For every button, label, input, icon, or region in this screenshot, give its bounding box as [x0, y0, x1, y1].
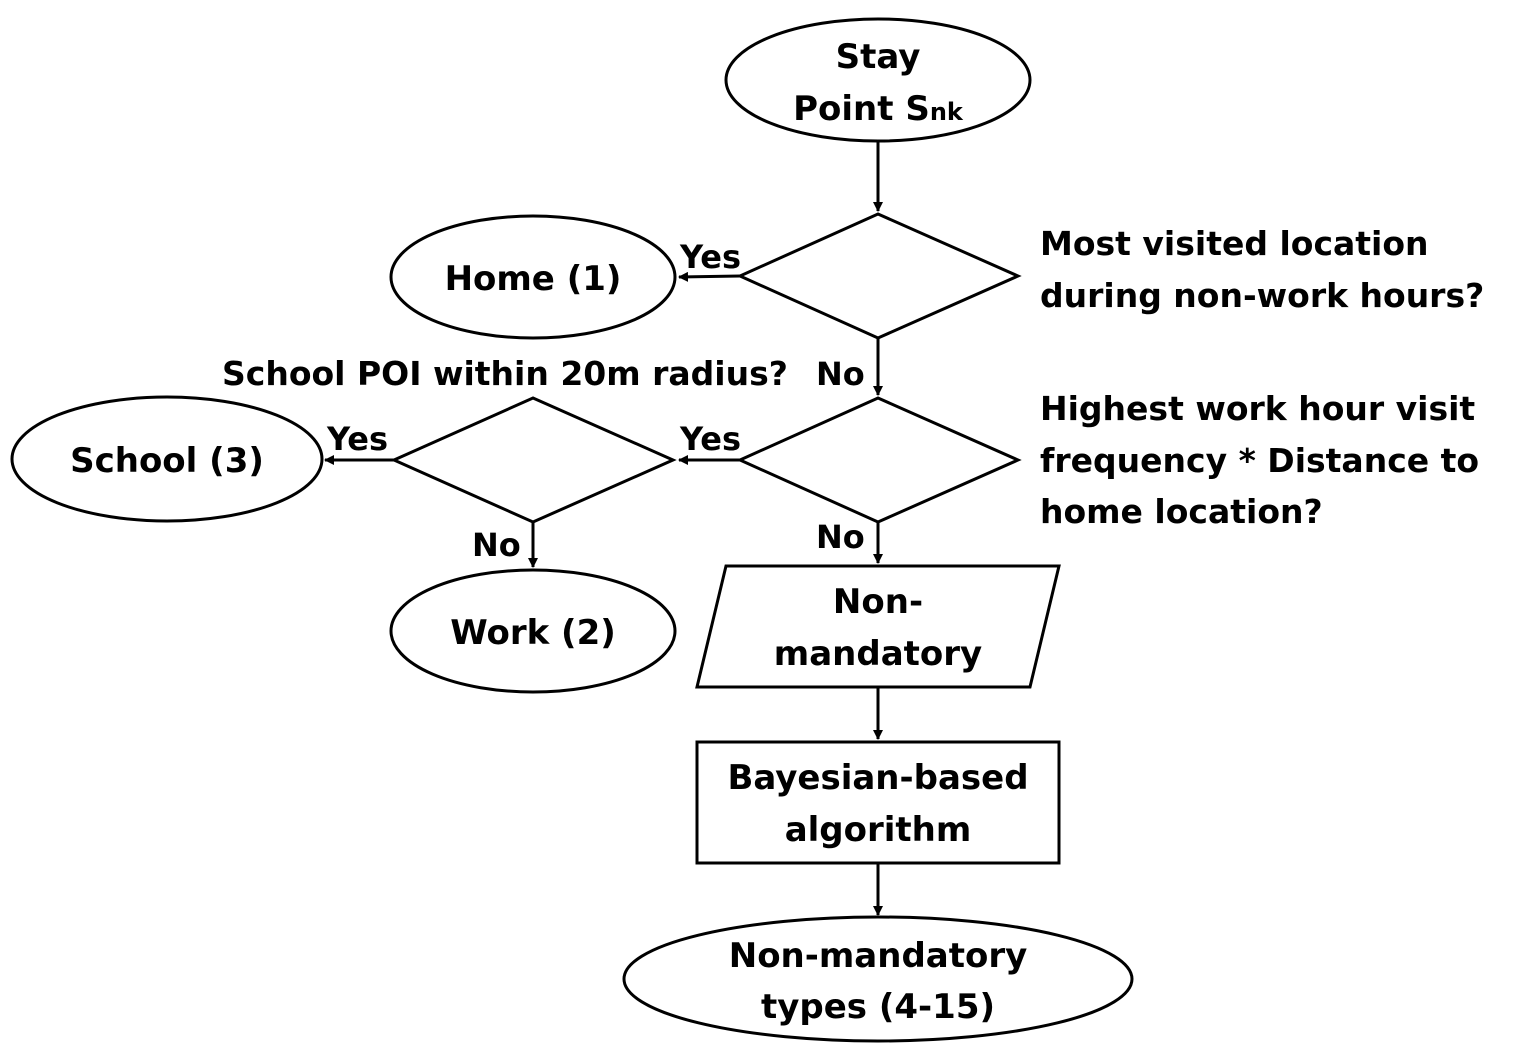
decision-school-poi-question: School POI within 20m radius?	[222, 354, 788, 393]
nonmandatory-node-line2: mandatory	[774, 634, 982, 674]
decision-work-hour-question-line3: home location?	[1040, 492, 1323, 531]
decision-non-work-hours-question-line1: Most visited location	[1040, 224, 1429, 263]
work-node: Work (2)	[389, 568, 677, 694]
edge-label-d2-no: No	[816, 518, 865, 556]
decision-non-work-hours-question-line2: during non-work hours?	[1040, 276, 1484, 315]
nonmandatory-node: Non- mandatory	[695, 564, 1061, 689]
decision-work-hour-question-line1: Highest work hour visit	[1040, 389, 1475, 428]
school-node: School (3)	[10, 395, 324, 523]
svg-text:Point Snk: Point Snk	[793, 89, 964, 129]
decision-work-hour-question-line2: frequency * Distance to	[1040, 441, 1479, 480]
start-node-subscript: nk	[930, 98, 964, 126]
types-node: Non-mandatory types (4-15)	[622, 915, 1134, 1043]
school-node-label: School (3)	[70, 441, 264, 481]
nonmandatory-node-line1: Non-	[833, 582, 923, 622]
bayesian-node-line2: algorithm	[785, 810, 972, 850]
types-node-line1: Non-mandatory	[729, 936, 1028, 976]
start-node-line2: Point S	[793, 89, 930, 129]
edge-label-d3-yes: Yes	[326, 420, 388, 458]
start-node-line1: Stay	[836, 37, 921, 77]
decision-non-work-hours	[736, 212, 1022, 340]
bayesian-node-line1: Bayesian-based	[727, 758, 1028, 798]
edge-label-d3-no: No	[472, 526, 521, 564]
types-node-line2: types (4-15)	[761, 987, 995, 1027]
work-node-label: Work (2)	[450, 613, 616, 653]
edge-label-d1-no: No	[816, 355, 865, 393]
home-node-label: Home (1)	[445, 259, 622, 299]
decision-school-poi	[390, 396, 677, 524]
edge-d1-to-home	[678, 271, 741, 282]
decision-work-hour	[736, 396, 1022, 524]
edge-label-d2-yes: Yes	[679, 420, 741, 458]
bayesian-node: Bayesian-based algorithm	[695, 740, 1061, 865]
home-node: Home (1)	[389, 214, 677, 340]
start-node: Stay Point Snk	[724, 17, 1032, 143]
edge-label-d1-yes: Yes	[679, 238, 741, 276]
